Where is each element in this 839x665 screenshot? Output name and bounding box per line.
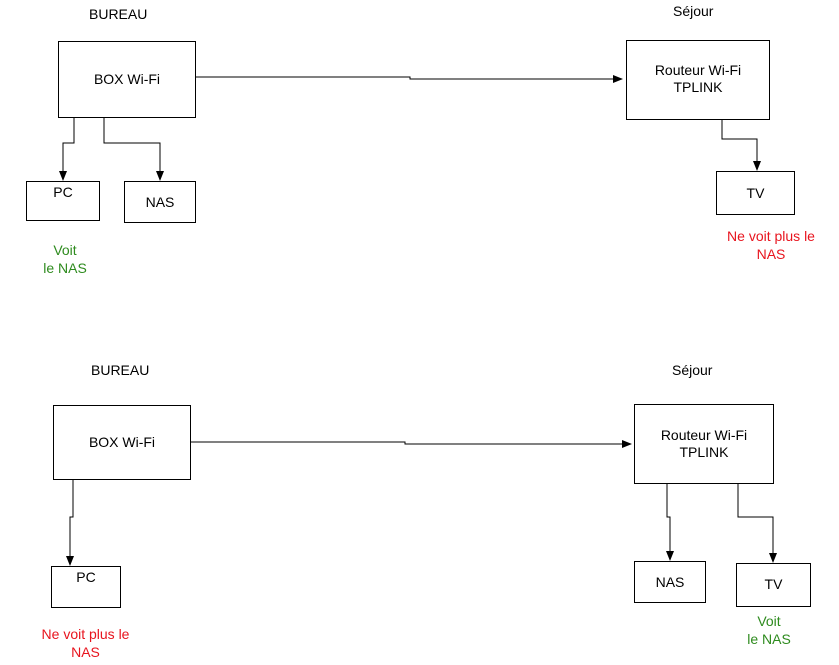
link-box-to-nas-1 xyxy=(103,118,164,181)
pc-node xyxy=(26,181,100,221)
link-box-to-pc-1 xyxy=(59,118,75,181)
tv-status-note: Ne voit plus le NAS xyxy=(727,228,815,262)
area-label-sejour: Séjour xyxy=(672,362,713,378)
link-router-to-nas-2 xyxy=(666,484,674,561)
nas-label: NAS xyxy=(655,574,685,590)
box-wifi-label: BOX Wi-Fi xyxy=(88,434,156,450)
tv-node xyxy=(716,171,795,215)
link-router-to-tv-1 xyxy=(721,120,761,171)
area-label-sejour: Séjour xyxy=(673,3,714,19)
tv-status-note: Voit le NAS xyxy=(747,613,791,647)
router-label: Routeur Wi-Fi TPLINK xyxy=(654,62,742,95)
pc-status-note: Ne voit plus le NAS xyxy=(41,626,130,660)
box-wifi-node xyxy=(58,41,196,118)
tv-label: TV xyxy=(746,185,765,201)
router-node xyxy=(634,404,774,484)
pc-label: PC xyxy=(53,184,73,200)
link-box-to-router-2 xyxy=(191,440,632,448)
link-router-to-tv-2 xyxy=(737,484,777,563)
link-box-to-pc-2 xyxy=(66,480,74,566)
nas-label: NAS xyxy=(145,194,175,210)
box-wifi-node xyxy=(53,405,191,480)
pc-node xyxy=(51,566,121,608)
router-node xyxy=(626,40,770,120)
tv-label: TV xyxy=(764,576,783,592)
tv-node xyxy=(736,563,811,607)
nas-node xyxy=(634,561,706,603)
pc-status-note: Voit le NAS xyxy=(43,242,87,276)
area-label-bureau: BUREAU xyxy=(91,362,150,378)
nas-node xyxy=(124,181,196,223)
pc-label: PC xyxy=(76,569,96,585)
area-label-bureau: BUREAU xyxy=(89,6,148,22)
box-wifi-label: BOX Wi-Fi xyxy=(93,71,161,87)
router-label: Routeur Wi-Fi TPLINK xyxy=(660,427,748,460)
link-box-to-router-1 xyxy=(196,75,623,83)
